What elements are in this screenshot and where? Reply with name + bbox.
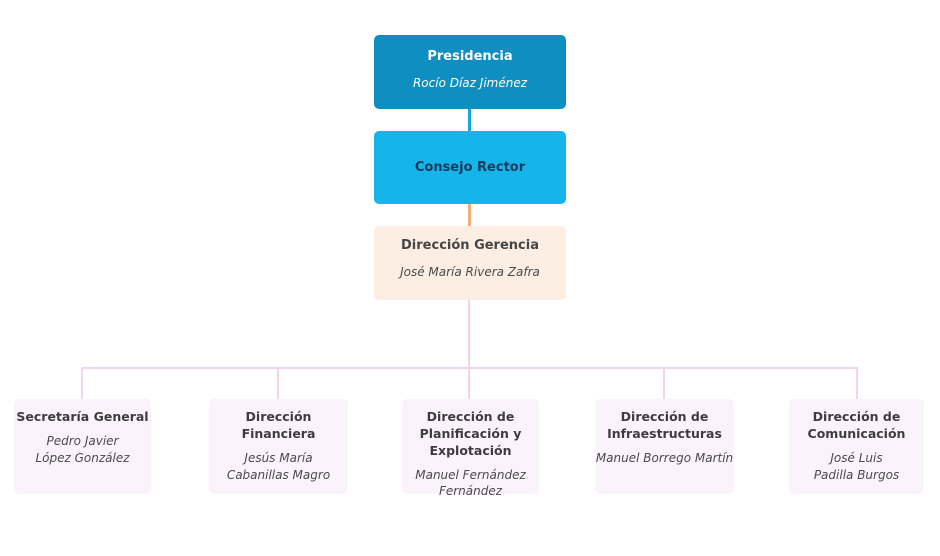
connector-drop-infraestructuras xyxy=(663,367,665,399)
org-node-secretaria-general: Secretaría General Pedro Javier López Go… xyxy=(14,399,151,494)
node-title-direccion-financiera: Dirección Financiera xyxy=(241,409,316,441)
node-name-secretaria-general: Pedro Javier López González xyxy=(35,433,130,465)
connector-drop-comunicacion xyxy=(856,367,858,399)
node-name-direccion-financiera: Jesús María Cabanillas Magro xyxy=(226,450,331,482)
connector-presidencia-consejo xyxy=(468,109,471,131)
connector-drop-secretaria xyxy=(81,367,83,399)
connector-consejo-gerencia xyxy=(468,204,471,226)
node-name-direccion-gerencia: José María Rivera Zafra xyxy=(400,264,540,279)
node-title-direccion-gerencia: Dirección Gerencia xyxy=(401,238,539,253)
org-node-direccion-gerencia: Dirección Gerencia José María Rivera Zaf… xyxy=(374,226,566,300)
connector-gerencia-stem xyxy=(468,300,470,367)
node-title-consejo-rector: Consejo Rector xyxy=(414,159,526,175)
node-title-direccion-comunicacion: Dirección de Comunicación xyxy=(807,409,906,441)
org-node-presidencia: Presidencia Rocío Díaz Jiménez xyxy=(374,35,566,109)
node-title-presidencia: Presidencia xyxy=(427,49,513,64)
node-name-direccion-comunicacion: José Luis Padilla Burgos xyxy=(813,450,900,482)
node-name-direccion-planificacion-explotacion: Manuel Fernández Fernández xyxy=(415,467,526,499)
org-node-direccion-infraestructuras: Dirección de Infraestructuras Manuel Bor… xyxy=(595,399,734,494)
node-title-direccion-infraestructuras: Dirección de Infraestructuras xyxy=(607,409,722,441)
connector-drop-financiera xyxy=(277,367,279,399)
org-node-direccion-comunicacion: Dirección de Comunicación José Luis Padi… xyxy=(789,399,924,494)
node-title-direccion-planificacion-explotacion: Dirección de Planificación y Explotación xyxy=(419,409,522,458)
org-node-consejo-rector: Consejo Rector xyxy=(374,131,566,204)
node-name-presidencia: Rocío Díaz Jiménez xyxy=(412,75,528,90)
org-node-direccion-financiera: Dirección Financiera Jesús María Cabanil… xyxy=(209,399,348,494)
connector-drop-planificacion xyxy=(468,367,470,399)
node-name-direccion-infraestructuras: Manuel Borrego Martín xyxy=(595,450,734,465)
node-title-secretaria-general: Secretaría General xyxy=(16,409,149,424)
org-node-direccion-planificacion-explotacion: Dirección de Planificación y Explotación… xyxy=(402,399,539,498)
